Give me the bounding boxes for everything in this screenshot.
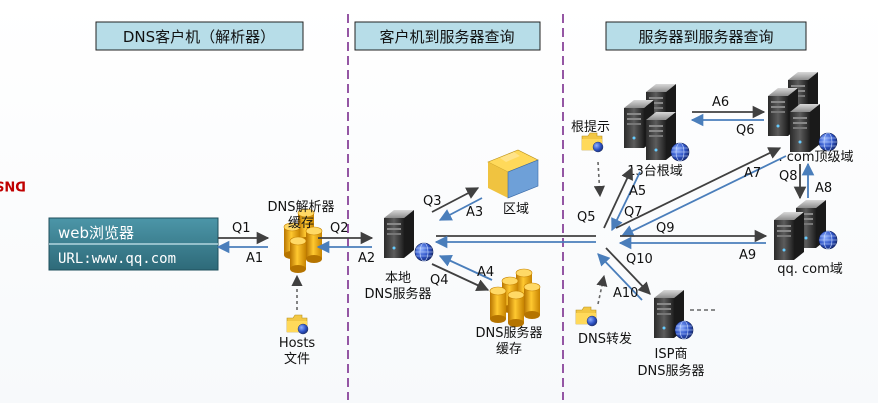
dns-forwarder-label: DNS转发 [578, 331, 632, 347]
hosts-file-icon [286, 314, 309, 335]
arrow-a3 [438, 197, 483, 221]
header-client: DNS客户机（解析器） [95, 21, 304, 51]
qq-domain-servers-icon [774, 200, 838, 260]
hosts-label-2: 文件 [284, 352, 310, 367]
header-client-text: DNS客户机（解析器） [123, 28, 275, 46]
arrow-q4 [431, 263, 490, 291]
side-label: DNS的查询过程 [0, 178, 26, 195]
zone-icon [487, 149, 539, 199]
arrow-a4 [438, 255, 493, 281]
com-tld-label: . com顶级域 [778, 150, 853, 165]
browser-title: web浏览器 [58, 224, 134, 242]
label-a5: A5 [629, 184, 646, 199]
label-q2: Q2 [330, 221, 349, 236]
qq-domain-label: qq. com域 [777, 262, 843, 277]
dns-forwarder-icon [575, 306, 598, 327]
root-hints-label: 根提示 [571, 119, 610, 135]
resolver-cache-label-2: 缓存 [288, 216, 314, 231]
label-a7: A7 [744, 166, 761, 181]
web-browser: web浏览器 URL:www.qq.com [48, 217, 219, 271]
com-tld-servers-icon [768, 72, 838, 152]
label-q1: Q1 [232, 221, 251, 236]
label-q9: Q9 [656, 221, 675, 236]
label-q4: Q4 [430, 273, 449, 288]
resolver-cache-label-1: DNS解析器 [268, 200, 335, 215]
arrow-a7 [620, 155, 787, 237]
arrow-a5 [611, 171, 641, 232]
label-a3: A3 [466, 205, 483, 220]
arrow-q3 [431, 187, 480, 213]
local-dns-label-1: 本地 [385, 271, 411, 286]
arrow-a10 [597, 253, 643, 301]
arrow-q7 [615, 147, 782, 229]
header-server-to-server: 服务器到服务器查询 [605, 21, 807, 51]
isp-dns-server-icon [654, 290, 694, 340]
arrow-root-hints [593, 161, 605, 198]
root-hints-icon [581, 132, 604, 153]
label-a4: A4 [477, 265, 494, 280]
label-a6: A6 [712, 95, 729, 110]
label-a10: A10 [613, 286, 638, 301]
hosts-label-1: Hosts [279, 336, 316, 351]
local-dns-label-2: DNS服务器 [365, 286, 432, 302]
dns-cache-icon [489, 268, 541, 328]
arrow-q10 [605, 247, 651, 295]
header-server-to-server-text: 服务器到服务器查询 [638, 28, 773, 46]
dns-cache-label-2: 缓存 [496, 342, 522, 357]
isp-dns-label-1: ISP商 [655, 347, 688, 362]
label-q3: Q3 [423, 194, 442, 209]
header-client-to-server-text: 客户机到服务器查询 [379, 28, 514, 46]
label-a9: A9 [739, 248, 756, 263]
label-q7: Q7 [624, 205, 643, 220]
arrow-forwarder [596, 274, 608, 305]
root-servers-icon [624, 84, 690, 162]
isp-dns-label-2: DNS服务器 [638, 363, 705, 379]
label-q6: Q6 [736, 123, 755, 138]
arrow-q5 [603, 166, 633, 229]
browser-url: URL:www.qq.com [58, 251, 176, 267]
label-a2: A2 [358, 251, 375, 266]
label-q5: Q5 [577, 210, 596, 225]
local-dns-server-icon [384, 210, 434, 262]
label-a1: A1 [246, 251, 263, 266]
header-client-to-server: 客户机到服务器查询 [354, 21, 541, 51]
label-q10: Q10 [626, 252, 653, 267]
label-q8: Q8 [779, 169, 798, 184]
dns-cache-label-1: DNS服务器 [476, 325, 543, 341]
zone-label: 区域 [503, 202, 529, 217]
root-servers-label: 13台根域 [627, 164, 683, 179]
label-a8: A8 [815, 181, 832, 196]
